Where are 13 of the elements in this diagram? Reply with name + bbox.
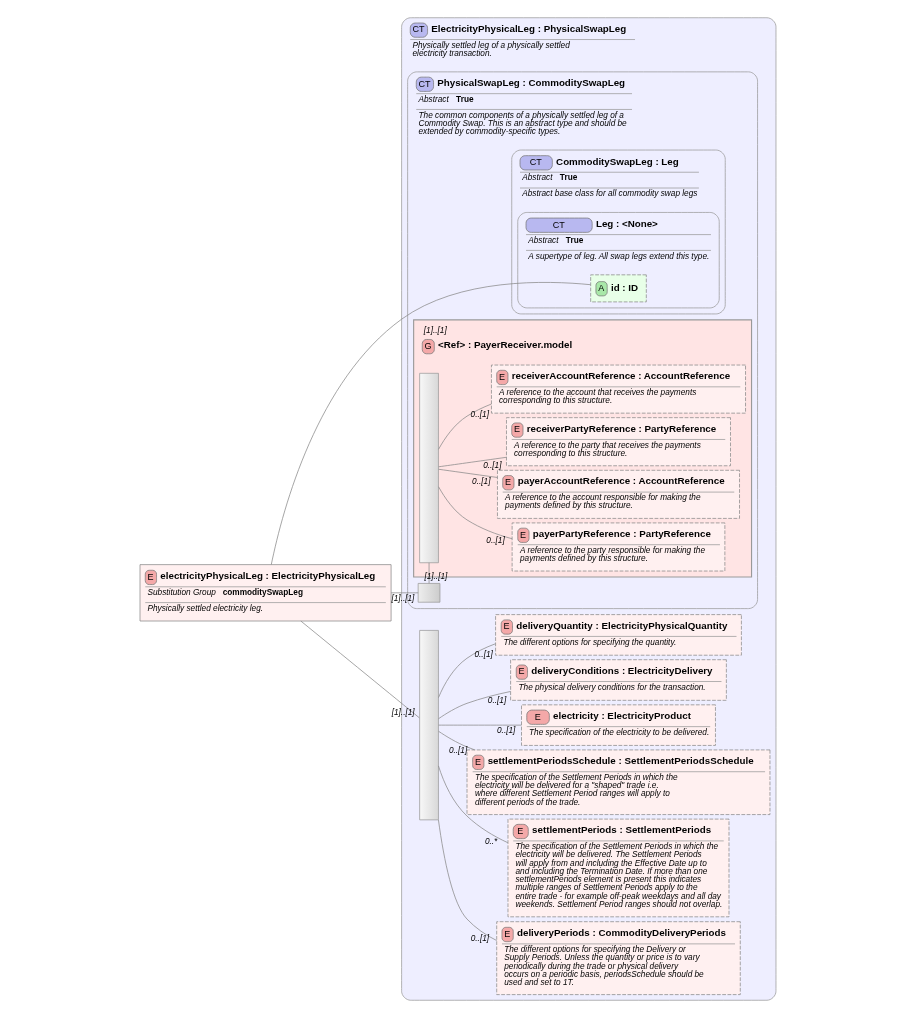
edge-label: 0..[1] [496, 726, 515, 736]
edge-label: 0..[1] [482, 460, 501, 470]
edge-label: 0..[1] [470, 934, 489, 944]
edge-label: 0..[1] [473, 649, 493, 659]
edge-label: [1]..[1] [390, 594, 414, 604]
edge-label: 0..[1] [470, 410, 489, 420]
edge-label: 0..* [484, 836, 497, 846]
edge-label: 0..[1] [487, 695, 506, 705]
edge-label: 0..[1] [471, 476, 490, 486]
edge-label: 0..[1] [448, 745, 467, 755]
edge-label: [1]..[1] [391, 708, 415, 718]
edge-label: 0..[1] [485, 535, 505, 545]
node-label: [1]..[1] [423, 325, 447, 335]
